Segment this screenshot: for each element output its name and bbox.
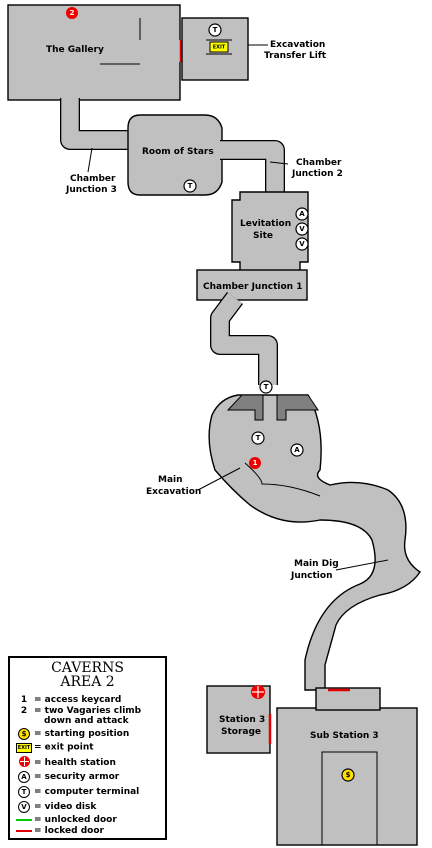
label-junction2-1: Chamber [296, 158, 342, 168]
label-main-excavation-1: Main [158, 475, 183, 485]
label-sub-station-3: Sub Station 3 [310, 731, 379, 741]
video-disk-icon: V [295, 222, 309, 236]
chamber-junction-1-room [196, 269, 308, 301]
svg-text:V: V [299, 240, 305, 248]
legend-row-start: $= starting position [14, 728, 129, 740]
excavation-entry-left [226, 394, 264, 421]
video-disk-icon: V [18, 801, 30, 813]
svg-text:2: 2 [70, 9, 75, 17]
label-junction2-2: Junction 2 [291, 169, 343, 179]
starting-position-icon: $ [18, 728, 30, 740]
vagaries-marker: 2 [66, 7, 78, 19]
svg-text:T: T [264, 383, 269, 391]
starting-position-icon: $ [341, 768, 355, 782]
legend-symbol: 2 [20, 706, 28, 716]
label-storage-2: Storage [221, 727, 261, 737]
legend-row-armor: A= security armor [14, 771, 119, 783]
locked-door-icon [16, 829, 32, 832]
map-legend: CAVERNS AREA 2 1= access keycard 2= two … [8, 656, 167, 840]
excavation-entry-right [276, 394, 319, 421]
label-junction3-2: Junction 3 [65, 185, 117, 195]
health-station-icon [18, 756, 30, 767]
label-levitation-2: Site [253, 231, 273, 241]
svg-text:$: $ [346, 771, 351, 779]
main-excavation-cave [208, 394, 421, 691]
svg-text:A: A [299, 210, 305, 218]
legend-row-health: = health station [14, 756, 116, 770]
exit-icon: EXIT [206, 39, 232, 55]
room-of-stars [127, 114, 223, 196]
dig-trench [244, 462, 321, 497]
keycard-marker: 1 [249, 457, 261, 469]
legend-row-unlocked: = unlocked door [14, 815, 117, 826]
label-lift-2: Transfer Lift [264, 51, 327, 61]
armor-icon: A [290, 443, 304, 457]
label-main-excavation-2: Excavation [146, 487, 201, 497]
sub-station-entry [315, 687, 381, 711]
legend-row-terminal: T= computer terminal [14, 786, 139, 798]
terminal-icon: T [208, 23, 222, 37]
exit-icon: EXIT [16, 743, 32, 753]
svg-text:EXIT: EXIT [213, 45, 226, 51]
terminal-icon: T [251, 431, 265, 445]
label-chamber-junction-1: Chamber Junction 1 [203, 282, 302, 292]
gallery-room [7, 4, 181, 101]
unlocked-door-icon [16, 818, 32, 821]
svg-text:T: T [188, 182, 193, 190]
label-the-gallery: The Gallery [46, 45, 104, 55]
label-junction3-1: Chamber [70, 174, 116, 184]
svg-text:V: V [299, 225, 305, 233]
health-station-icon [251, 685, 265, 699]
svg-text:A: A [294, 446, 300, 454]
svg-text:1: 1 [253, 459, 258, 467]
video-disk-icon: V [295, 237, 309, 251]
sub-station-pit [321, 751, 378, 845]
terminal-icon: T [259, 380, 273, 394]
legend-row-vagaries-cont: down and attack [44, 716, 129, 726]
label-main-dig-1: Main Dig [294, 559, 339, 569]
legend-row-vagaries: 2= two Vagaries climb [14, 706, 141, 717]
label-main-dig-2: Junction [290, 571, 332, 581]
legend-symbol: 1 [20, 695, 28, 705]
label-lift-1: Excavation [270, 40, 325, 50]
legend-row-video: V= video disk [14, 801, 96, 813]
label-storage-1: Station 3 [219, 715, 265, 725]
armor-icon: A [295, 207, 309, 221]
terminal-icon: T [18, 786, 30, 798]
legend-title: CAVERNS AREA 2 [51, 660, 124, 690]
label-room-of-stars: Room of Stars [142, 147, 214, 157]
legend-row-keycard: 1= access keycard [14, 695, 122, 706]
armor-icon: A [18, 771, 30, 783]
legend-row-locked: = locked door [14, 826, 104, 837]
svg-text:T: T [256, 434, 261, 442]
legend-row-exit: EXIT= exit point [16, 742, 94, 753]
terminal-icon: T [183, 179, 197, 193]
svg-text:T: T [213, 26, 218, 34]
label-levitation-1: Levitation [240, 219, 291, 229]
